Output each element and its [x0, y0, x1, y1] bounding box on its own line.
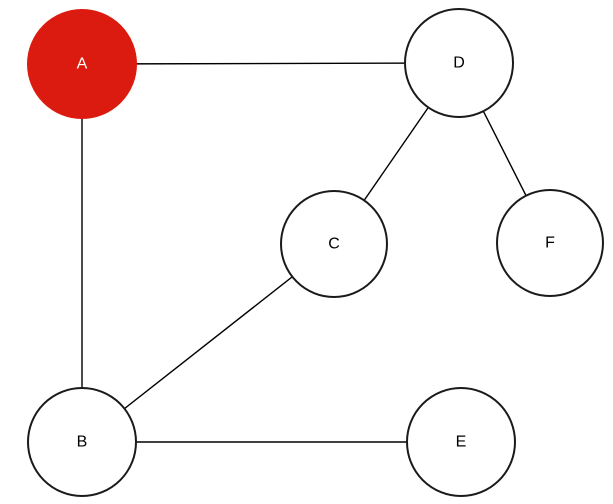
node-E: E	[406, 387, 516, 497]
node-C-circle	[280, 190, 388, 298]
node-C: C	[280, 190, 388, 298]
node-E-label: E	[456, 434, 467, 451]
node-F: F	[496, 189, 604, 297]
node-D-label: D	[453, 55, 465, 72]
edge-A-D	[81, 62, 460, 65]
node-A-label: A	[77, 56, 88, 73]
node-C-label: C	[328, 236, 340, 253]
node-B-label: B	[77, 434, 88, 451]
node-E-circle	[406, 387, 516, 497]
node-D-circle	[404, 8, 514, 118]
node-F-label: F	[545, 235, 555, 252]
node-A: A	[27, 9, 137, 119]
node-A-circle	[27, 9, 137, 119]
node-F-circle	[496, 189, 604, 297]
node-D: D	[404, 8, 514, 118]
node-B: B	[27, 387, 137, 497]
node-B-circle	[27, 387, 137, 497]
